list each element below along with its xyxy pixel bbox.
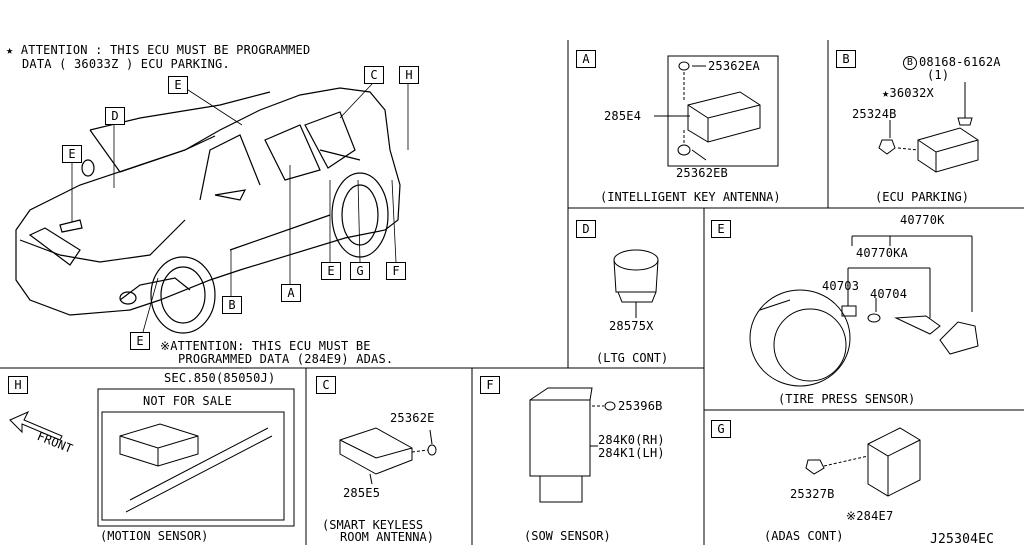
part-08168-6162a: 08168-6162A — [919, 55, 1001, 69]
vehicle-callout-g[interactable]: G — [350, 262, 370, 280]
attention-note-line-1: ★ ATTENTION : THIS ECU MUST BE PROGRAMME… — [6, 43, 311, 57]
caption-intelligent-key-antenna: (INTELLIGENT KEY ANTENNA) — [600, 190, 781, 204]
part-284k0-rh: 284K0(RH) — [598, 433, 665, 447]
panel-e-label: E — [711, 220, 731, 238]
intelligent-key-antenna-drawing — [654, 55, 779, 167]
caption-sow-sensor: (SOW SENSOR) — [524, 529, 611, 543]
caption-ecu-parking: (ECU PARKING) — [875, 190, 969, 204]
part-40703: 40703 — [822, 279, 860, 293]
part-25327b: 25327B — [790, 487, 835, 501]
adas-attention-line-2: PROGRAMMED DATA (284E9) ADAS. — [178, 352, 394, 366]
caption-motion-sensor: (MOTION SENSOR) — [100, 529, 209, 543]
vehicle-callout-e-front[interactable]: E — [62, 145, 82, 163]
part-25362ea: 25362EA — [708, 59, 760, 73]
panel-g-label: G — [711, 420, 731, 438]
part-40770ka: 40770KA — [856, 246, 908, 260]
caption-smart-keyless-line-2: ROOM ANTENNA) — [340, 530, 434, 544]
part-284e7: ※284E7 — [846, 509, 894, 523]
adas-cont-drawing — [805, 427, 921, 497]
panel-a-label: A — [576, 50, 596, 68]
part-25362eb: 25362EB — [676, 166, 728, 180]
vehicle-callout-e-wheel[interactable]: E — [130, 332, 150, 350]
panel-c-label: C — [316, 376, 336, 394]
caption-adas-cont: (ADAS CONT) — [764, 529, 844, 543]
vehicle-callout-d[interactable]: D — [105, 107, 125, 125]
part-40770k: 40770K — [900, 213, 945, 227]
part-qty-1: (1) — [927, 68, 950, 82]
part-40704: 40704 — [870, 287, 908, 301]
part-25396b: 25396B — [618, 399, 663, 413]
caption-ltg-cont: (LTG CONT) — [596, 351, 669, 365]
section-ref-850: SEC.850(85050J) — [164, 371, 276, 385]
smart-keyless-room-antenna-drawing — [339, 427, 437, 485]
ltg-cont-drawing — [613, 249, 659, 318]
panel-h-label: H — [8, 376, 28, 394]
vehicle-callout-b[interactable]: B — [222, 296, 242, 314]
bolt-symbol-b: B — [903, 56, 917, 70]
vehicle-leader-lines — [71, 83, 409, 333]
diagram-id: J25304EC — [930, 532, 995, 547]
not-for-sale-label: NOT FOR SALE — [143, 394, 233, 408]
vehicle-callout-c[interactable]: C — [364, 66, 384, 84]
vehicle-callout-f[interactable]: F — [386, 262, 406, 280]
part-25362e: 25362E — [390, 411, 435, 425]
vehicle-callout-e-rear[interactable]: E — [321, 262, 341, 280]
tire-press-sensor-drawing — [749, 235, 979, 387]
vehicle-callout-e-roof[interactable]: E — [168, 76, 188, 94]
caption-smart-keyless-line-1: (SMART KEYLESS — [322, 518, 424, 532]
sow-sensor-drawing — [529, 387, 616, 503]
part-284k1-lh: 284K1(LH) — [598, 446, 665, 460]
vehicle-drawing — [15, 87, 401, 334]
part-285e5: 285E5 — [343, 486, 381, 500]
panel-d-label: D — [576, 220, 596, 238]
caption-tire-press-sensor: (TIRE PRESS SENSOR) — [778, 392, 916, 406]
attention-note-line-2: DATA ( 36033Z ) ECU PARKING. — [22, 57, 230, 71]
panel-b-label: B — [836, 50, 856, 68]
part-285e4: 285E4 — [604, 109, 642, 123]
vehicle-callout-a[interactable]: A — [281, 284, 301, 302]
motion-sensor-drawing — [9, 388, 295, 527]
adas-attention-line-1: ※ATTENTION: THIS ECU MUST BE — [160, 339, 371, 353]
vehicle-callout-h[interactable]: H — [399, 66, 419, 84]
part-36032x: ★36032X — [882, 86, 934, 100]
part-28575x: 28575X — [609, 319, 654, 333]
panel-f-label: F — [480, 376, 500, 394]
ecu-parking-drawing — [878, 82, 979, 173]
part-25324b: 25324B — [852, 107, 897, 121]
